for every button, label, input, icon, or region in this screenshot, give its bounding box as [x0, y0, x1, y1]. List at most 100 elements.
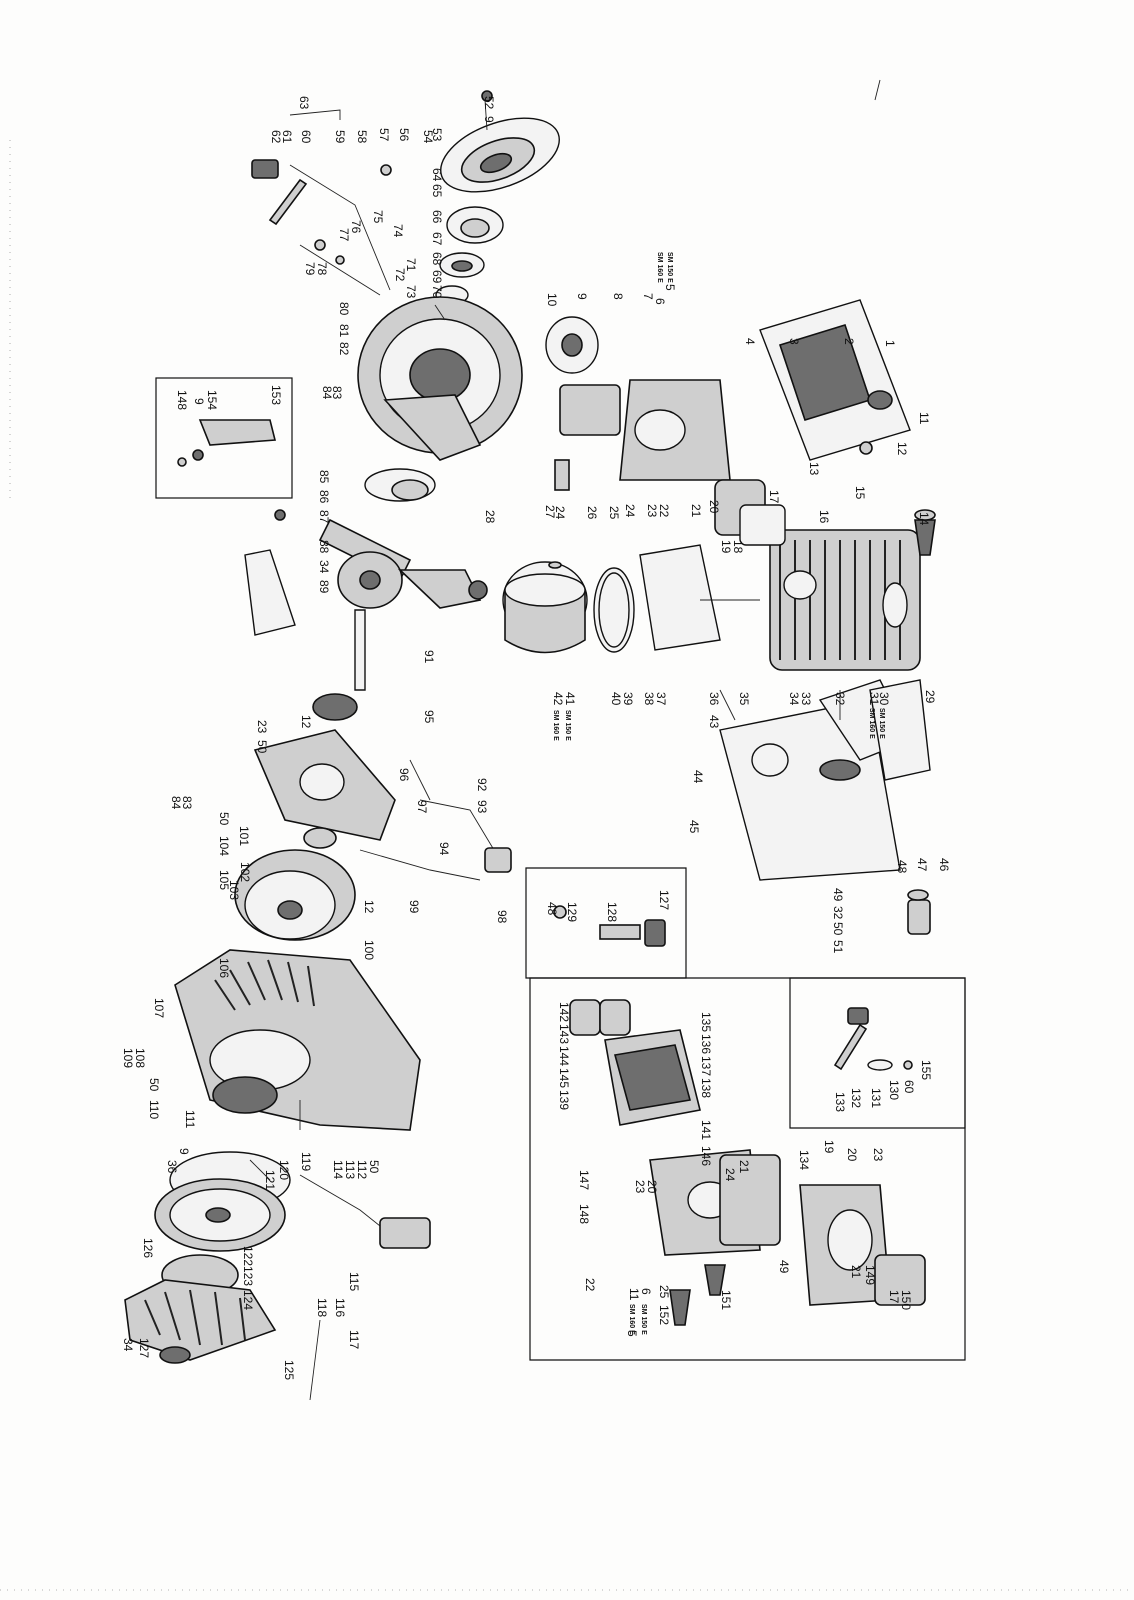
label-61: 61: [280, 130, 294, 144]
label-72: 72: [393, 268, 407, 282]
label-56: 56: [397, 128, 411, 142]
label-23: 23: [645, 504, 659, 518]
label-122: 123: [241, 1266, 255, 1286]
label-119: 120: [277, 1160, 291, 1180]
label-73: 73: [404, 285, 418, 299]
label-151: 49: [777, 1260, 791, 1274]
label-50b: 50: [217, 812, 231, 826]
label-66: 66: [430, 210, 444, 224]
label-12: 12: [895, 442, 909, 456]
label-125: 126: [141, 1238, 155, 1258]
label-148-inset: 148: [175, 390, 189, 410]
crankcase-right-half: [357, 296, 523, 461]
throttle-inset-frame: [789, 977, 966, 1129]
label-9b: 9: [575, 293, 589, 300]
crankcase-left-half: [253, 693, 396, 849]
label-64: 64: [430, 168, 444, 182]
label-24: 24: [623, 504, 637, 518]
label-14: 14: [917, 512, 931, 526]
label-sm150-piston: SM 150 E: [564, 710, 571, 741]
label-111: 112: [355, 1160, 369, 1179]
label-8: 8: [611, 293, 625, 300]
label-34: 34: [317, 560, 331, 574]
label-19: 19: [719, 540, 733, 554]
label-18: 18: [731, 540, 745, 554]
label-62: 62: [269, 130, 283, 144]
label-138: 138: [699, 1078, 713, 1098]
label-143: 143: [557, 1024, 571, 1044]
label-75: 75: [371, 210, 385, 224]
label-50c: 50: [147, 1078, 161, 1092]
label-117: 118: [315, 1298, 329, 1317]
label-71: 71: [404, 258, 418, 272]
label-145: 145: [557, 1068, 571, 1088]
label-23c: 20: [845, 1148, 859, 1162]
label-27: 27: [543, 505, 557, 519]
label-68: 68: [430, 252, 444, 266]
label-87: 87: [317, 510, 331, 524]
label-4: 4: [743, 338, 757, 345]
label-sm160-cyl: SM 160 E: [868, 708, 875, 739]
label-25: 25: [607, 506, 621, 520]
label-155: 155: [919, 1060, 933, 1080]
scan-artifacts: [0, 140, 1134, 1591]
label-53: 53: [430, 128, 444, 142]
label-9-inset: 9: [192, 398, 206, 405]
crankshaft-group: [318, 468, 488, 691]
label-21b: 24: [723, 1168, 737, 1182]
label-97: 98: [495, 910, 509, 924]
label-127: 127: [657, 890, 671, 910]
label-49: 49: [831, 888, 845, 902]
label-65: 65: [430, 184, 444, 198]
label-99: 100: [362, 940, 376, 960]
label-150: 17: [887, 1290, 901, 1304]
label-30: 30: [877, 692, 891, 706]
label-141: 146: [699, 1146, 713, 1166]
cylinder-group: [769, 529, 921, 671]
label-20c: 21: [849, 1265, 863, 1279]
label-15: 15: [853, 486, 867, 500]
part-labels: 52 9 53 54 56 57 58 59 60 61 62 63 64 65…: [121, 96, 951, 1380]
label-136: 136: [699, 1034, 713, 1054]
label-20b: 21: [737, 1160, 751, 1174]
cylinder-gasket: [639, 544, 760, 651]
label-31: 31: [867, 692, 881, 706]
fuel-tank-cap: [907, 889, 931, 935]
label-104: 105: [217, 870, 231, 890]
label-89: 89: [317, 580, 331, 594]
label-114: 115: [347, 1272, 361, 1291]
label-9: 9: [482, 116, 496, 123]
label-35: 35: [737, 692, 751, 706]
label-52: 52: [482, 96, 496, 110]
air-filter-group: [759, 299, 911, 461]
label-48b: 48: [545, 902, 559, 916]
label-148: 22: [583, 1278, 597, 1292]
label-43: 43: [707, 715, 721, 729]
label-33: 33: [799, 692, 813, 706]
label-22b: 23: [633, 1180, 647, 1194]
carb-inset-parts: [569, 999, 926, 1326]
label-106: 107: [152, 998, 166, 1018]
label-63: 63: [297, 96, 311, 110]
label-121: 122: [241, 1246, 255, 1266]
label-80: 80: [337, 302, 351, 316]
label-38: 38: [642, 692, 656, 706]
label-130: 130: [887, 1080, 901, 1100]
ignition-lead: [359, 799, 512, 881]
label-146: 147: [577, 1170, 591, 1190]
mounting-bracket: [244, 509, 296, 636]
label-67: 67: [430, 232, 444, 246]
label-7: 7: [641, 293, 655, 300]
label-36b: 36: [165, 1160, 179, 1174]
label-34b: 34: [787, 692, 801, 706]
label-92: 93: [475, 800, 489, 814]
label-26: 26: [585, 506, 599, 520]
label-133: 133: [833, 1092, 847, 1112]
spark-plug-area: [914, 509, 936, 556]
label-91: 92: [475, 778, 489, 792]
label-58: 58: [355, 130, 369, 144]
label-153: 153: [269, 385, 283, 405]
label-132: 132: [849, 1088, 863, 1108]
label-144: 144: [557, 1046, 571, 1066]
